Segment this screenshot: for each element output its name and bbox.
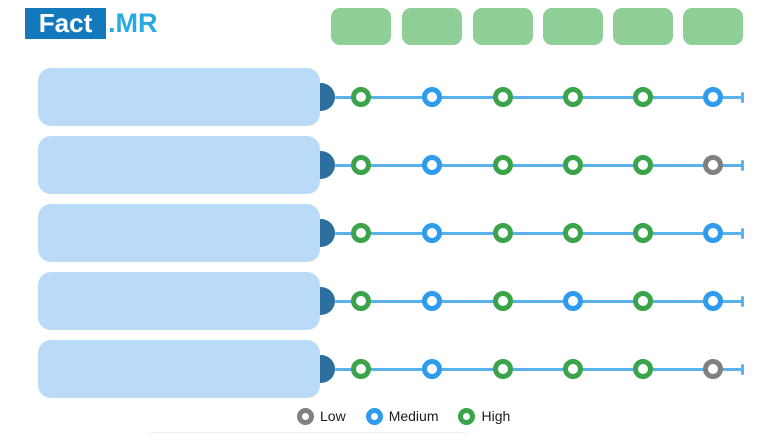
rating-dot-high [633, 359, 653, 379]
rating-dot-high [351, 155, 371, 175]
rating-dot-high [493, 291, 513, 311]
rating-dot-high [493, 155, 513, 175]
column-header-box [613, 8, 673, 45]
rating-dot-medium [703, 87, 723, 107]
logo-mr-text: .MR [108, 8, 158, 38]
rating-legend: Low Medium High [297, 404, 510, 428]
row-connector-notch [320, 219, 335, 247]
logo-fact-text: Fact [38, 8, 93, 38]
rating-dot-high [493, 359, 513, 379]
row-connector-notch [320, 83, 335, 111]
rating-dot-high [633, 291, 653, 311]
legend-item-low: Low [297, 407, 346, 425]
scale-end-tick [741, 160, 744, 171]
column-header-box [543, 8, 603, 45]
legend-dot-medium [365, 407, 383, 425]
rating-dot-high [563, 87, 583, 107]
column-header-box [683, 8, 743, 45]
row-connector-notch [320, 287, 335, 315]
rating-dot-medium [422, 291, 442, 311]
column-header-box [331, 8, 391, 45]
row-label-box [38, 204, 320, 262]
row-label-box [38, 68, 320, 126]
rating-dot-high [633, 155, 653, 175]
legend-item-high: High [458, 407, 511, 425]
rating-dot-medium [703, 223, 723, 243]
brand-logo: Fact .MR [25, 8, 158, 39]
bottom-divider [150, 432, 465, 433]
rating-dot-low [703, 155, 723, 175]
rating-dot-high [633, 87, 653, 107]
rating-dot-medium [422, 87, 442, 107]
rating-dot-high [351, 359, 371, 379]
rating-dot-medium [422, 359, 442, 379]
rating-dot-medium [563, 291, 583, 311]
rating-scale-line [335, 232, 742, 235]
rating-scale-line [335, 164, 742, 167]
rating-scale-line [335, 368, 742, 371]
rating-dot-medium [422, 223, 442, 243]
legend-label: High [481, 408, 511, 424]
rating-dot-high [351, 291, 371, 311]
rating-dot-high [563, 223, 583, 243]
legend-dot-high [458, 407, 476, 425]
rating-dot-high [493, 87, 513, 107]
rating-dot-high [633, 223, 653, 243]
logo-fact-box: Fact [25, 8, 106, 39]
row-connector-notch [320, 151, 335, 179]
rating-dot-medium [422, 155, 442, 175]
scale-end-tick [741, 296, 744, 307]
scale-end-tick [741, 92, 744, 103]
column-header-box [402, 8, 462, 45]
legend-dot-low [297, 407, 314, 425]
row-label-box [38, 340, 320, 398]
legend-label: Medium [388, 408, 439, 424]
scale-end-tick [741, 228, 744, 239]
rating-dot-high [563, 155, 583, 175]
rating-dot-low [703, 359, 723, 379]
rating-scale-line [335, 96, 742, 99]
rating-dot-high [493, 223, 513, 243]
row-connector-notch [320, 355, 335, 383]
legend-label: Low [320, 408, 346, 424]
rating-dot-high [351, 223, 371, 243]
rating-scale-line [335, 300, 742, 303]
rating-dot-high [563, 359, 583, 379]
column-header-box [473, 8, 533, 45]
legend-item-medium: Medium [365, 407, 439, 425]
rating-dot-high [351, 87, 371, 107]
row-label-box [38, 272, 320, 330]
rating-dot-medium [703, 291, 723, 311]
row-label-box [38, 136, 320, 194]
scale-end-tick [741, 364, 744, 375]
